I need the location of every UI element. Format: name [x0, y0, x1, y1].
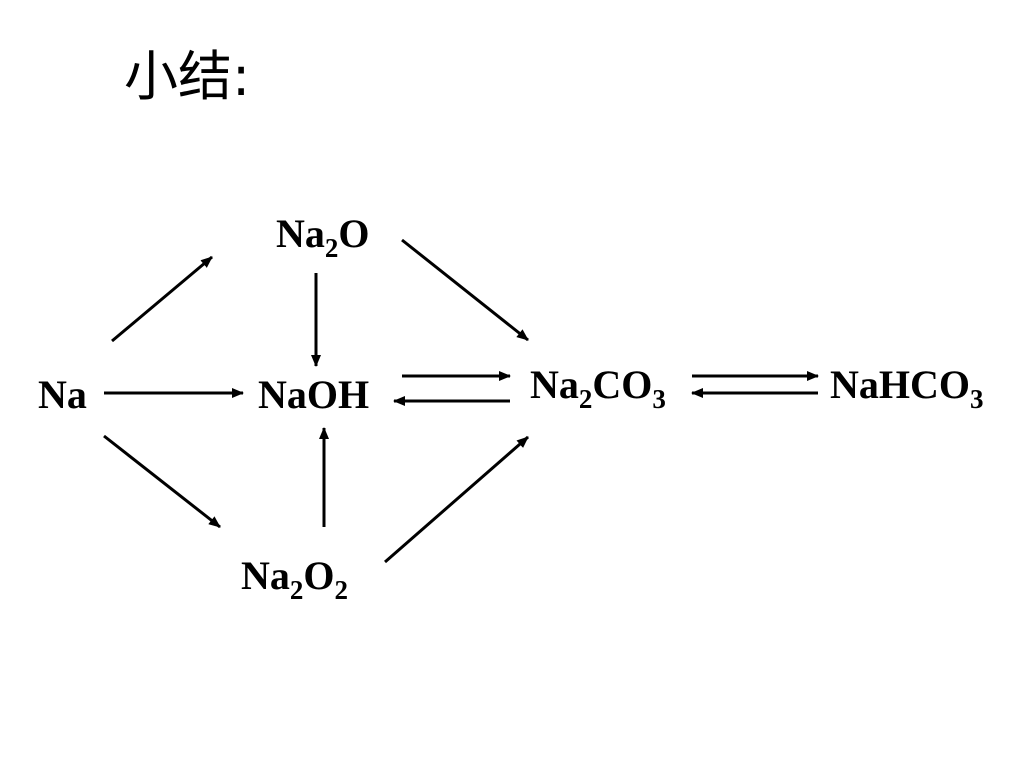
node-naoh: NaOH [258, 372, 370, 417]
node-na2o: Na2O [276, 211, 370, 263]
node-na: Na [38, 372, 87, 417]
slide-title: 小结: [124, 45, 251, 108]
arrow-na-to-na2o [111, 255, 213, 343]
arrow-na2o-to-na2co3 [401, 238, 529, 342]
arrow-na2o2-to-na2co3 [384, 435, 529, 564]
arrow-na-to-na2o2 [103, 434, 221, 529]
node-na2co3: Na2CO3 [530, 362, 666, 414]
node-nahco3: NaHCO3 [830, 362, 984, 414]
node-na2o2: Na2O2 [241, 553, 349, 605]
